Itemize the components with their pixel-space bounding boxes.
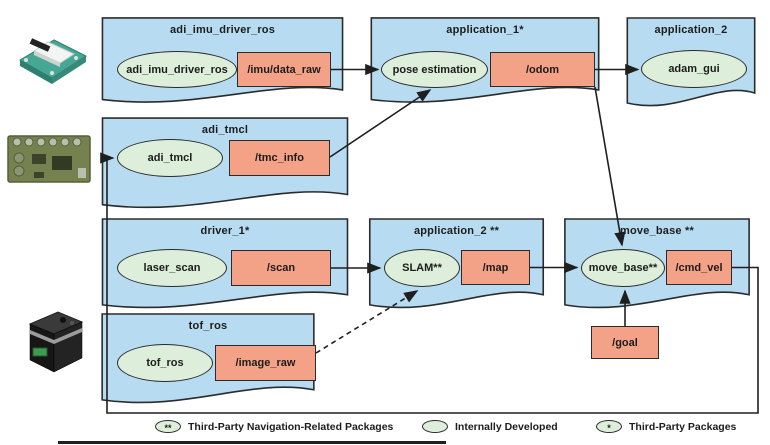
- internally-developed-ellipse-icon: [422, 420, 448, 433]
- package-title: move_base **: [620, 225, 694, 237]
- tof-3d-camera-photo: [28, 311, 84, 373]
- topic-goal: /goal: [591, 326, 659, 359]
- topic-map: /map: [461, 250, 530, 285]
- topic-cmd-vel: /cmd_vel: [666, 250, 732, 285]
- topic-image-raw: /image_raw: [215, 345, 316, 381]
- node-adam-gui: adam_gui: [641, 50, 747, 88]
- package-title: tof_ros: [188, 320, 228, 332]
- node-tof-ros: tof_ros: [117, 344, 213, 382]
- package-title: driver_1*: [200, 225, 250, 237]
- page-edge-bar: [58, 441, 446, 444]
- third-party-nav-ellipse-icon: **: [155, 420, 181, 433]
- legend-label: Third-Party Packages: [629, 420, 737, 433]
- package-title: application_2 **: [413, 225, 500, 237]
- package-title: application_2: [654, 24, 728, 36]
- node-move-base: move_base**: [581, 249, 665, 287]
- node-pose-estimation: pose estimation: [381, 51, 488, 88]
- topic-tmc-info: /tmc_info: [229, 140, 330, 176]
- node-adi-tmcl: adi_tmcl: [117, 139, 223, 177]
- topic-odom: /odom: [490, 52, 595, 87]
- imu-sensor-board-photo: [18, 38, 88, 84]
- legend-item-third-party-nav: ** Third-Party Navigation-Related Packag…: [155, 420, 393, 433]
- topic-scan: /scan: [231, 250, 331, 286]
- package-title: adi_imu_driver_ros: [169, 24, 276, 36]
- legend-label: Third-Party Navigation-Related Packages: [188, 420, 394, 433]
- topic-imu-data-raw: /imu/data_raw: [237, 52, 331, 87]
- legend-item-third-party: * Third-Party Packages: [596, 420, 736, 433]
- legend-item-internally-developed: Internally Developed: [422, 420, 558, 433]
- third-party-ellipse-icon: *: [596, 420, 622, 433]
- node-slam: SLAM**: [384, 249, 460, 287]
- node-adi-imu-driver-ros: adi_imu_driver_ros: [117, 51, 237, 88]
- motor-controller-board-photo: [7, 135, 91, 183]
- package-title: adi_tmcl: [201, 124, 249, 136]
- node-laser-scan: laser_scan: [117, 249, 227, 287]
- package-title: application_1*: [446, 24, 524, 36]
- legend-label: Internally Developed: [455, 420, 558, 433]
